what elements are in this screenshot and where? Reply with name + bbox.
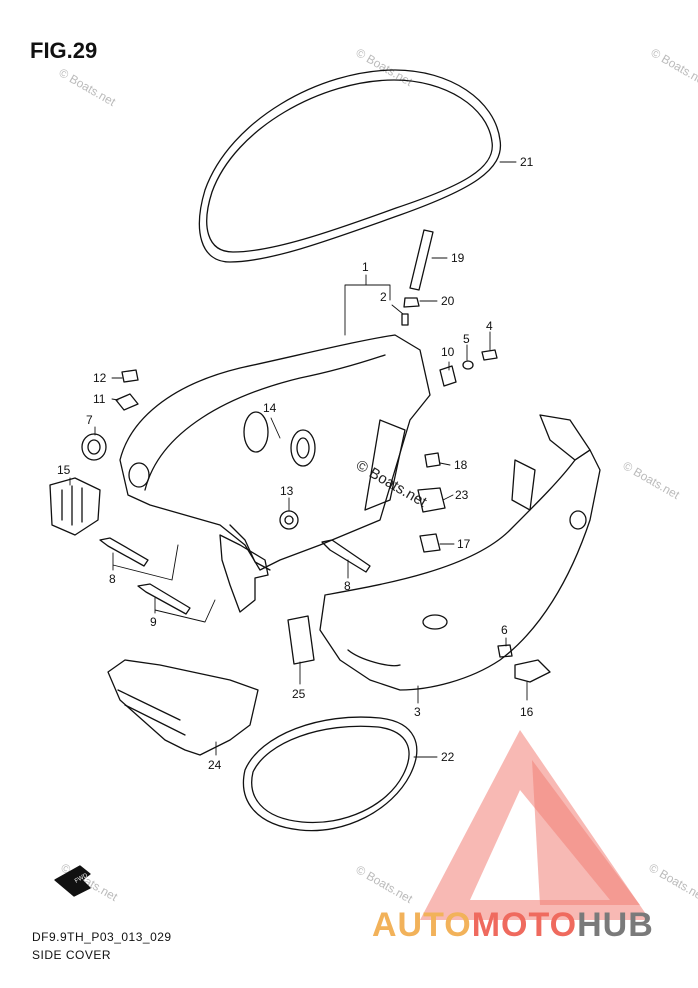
part-14-grommet xyxy=(290,429,316,467)
part-12-screw xyxy=(121,369,139,383)
callout-17: 17 xyxy=(457,537,471,551)
svg-text:© Boats.net: © Boats.net xyxy=(354,862,416,906)
callout-10: 10 xyxy=(441,345,455,359)
svg-text:© Boats.net: © Boats.net xyxy=(621,458,683,502)
callout-21: 21 xyxy=(520,155,534,169)
brand-logo-triangle xyxy=(420,730,650,920)
model-code: DF9.9TH_P03_013_029 xyxy=(32,930,172,944)
callout-8-right: 8 xyxy=(344,579,351,593)
callout-11: 11 xyxy=(93,392,106,406)
part-17-nut xyxy=(419,533,441,553)
svg-text:© Boats.net: © Boats.net xyxy=(649,45,698,89)
part-7-grommet xyxy=(81,433,107,461)
callout-25: 25 xyxy=(292,687,306,701)
brand-part-1: AUTO xyxy=(372,906,472,944)
brand-logo-text: AUTOMOTOHUB xyxy=(372,906,654,945)
callout-19: 19 xyxy=(451,251,465,265)
callout-8-left: 8 xyxy=(109,572,116,586)
callout-13: 13 xyxy=(280,484,294,498)
part-19-rod xyxy=(409,229,434,291)
part-1-left-side-cover xyxy=(119,334,431,571)
callout-9: 9 xyxy=(150,615,157,629)
center-watermark: © Boats.net xyxy=(353,457,430,511)
watermarks: © Boats.net © Boats.net © Boats.net © Bo… xyxy=(57,45,698,906)
cover-bracket xyxy=(219,534,269,613)
part-10-clip xyxy=(439,365,457,387)
callout-7: 7 xyxy=(86,413,93,427)
part-20-clip xyxy=(401,297,420,326)
part-22-lower-seal xyxy=(242,716,418,832)
part-13-grommet xyxy=(279,510,299,530)
part-18-screw xyxy=(424,452,441,468)
part-23-clip xyxy=(417,487,446,513)
callout-4: 4 xyxy=(486,319,493,333)
callout-23: 23 xyxy=(455,488,469,502)
callouts: 21 19 1 2 20 5 4 10 12 11 7 14 18 15 13 … xyxy=(57,155,534,772)
callout-5: 5 xyxy=(463,332,470,346)
callout-16: 16 xyxy=(520,705,534,719)
callout-3: 3 xyxy=(414,705,421,719)
callout-15: 15 xyxy=(57,463,71,477)
diagram-name: SIDE COVER xyxy=(32,948,112,962)
brand-part-3: HUB xyxy=(577,906,654,944)
fwd-arrow-icon xyxy=(54,865,91,897)
part-24-lower-bracket xyxy=(107,659,259,756)
part-6-screw xyxy=(497,644,513,658)
brand-part-2: MOTO xyxy=(471,906,578,944)
callout-18: 18 xyxy=(454,458,468,472)
part-25-pad xyxy=(287,615,315,665)
callout-6: 6 xyxy=(501,623,508,637)
callout-24: 24 xyxy=(208,758,222,772)
part-21-top-seal xyxy=(198,69,502,263)
svg-text:© Boats.net: © Boats.net xyxy=(647,860,698,904)
figure-title: FIG.29 xyxy=(30,38,98,63)
part-9-bolt xyxy=(137,583,191,615)
leader-lines xyxy=(69,161,528,758)
callout-14: 14 xyxy=(263,401,277,415)
part-8-bolt-right xyxy=(321,539,371,573)
callout-22: 22 xyxy=(441,750,455,764)
callout-1: 1 xyxy=(362,260,369,274)
part-11-nut xyxy=(115,393,139,411)
callout-20: 20 xyxy=(441,294,455,308)
callout-12: 12 xyxy=(93,371,107,385)
part-3-right-side-cover xyxy=(319,414,601,691)
callout-2: 2 xyxy=(380,290,387,304)
svg-text:© Boats.net: © Boats.net xyxy=(57,65,119,109)
part-8-bolt-left xyxy=(99,537,149,567)
part-16-knob xyxy=(514,659,551,683)
part-5-washer xyxy=(462,360,474,370)
part-4-bolt xyxy=(481,349,498,361)
part-15-latch xyxy=(49,477,101,536)
